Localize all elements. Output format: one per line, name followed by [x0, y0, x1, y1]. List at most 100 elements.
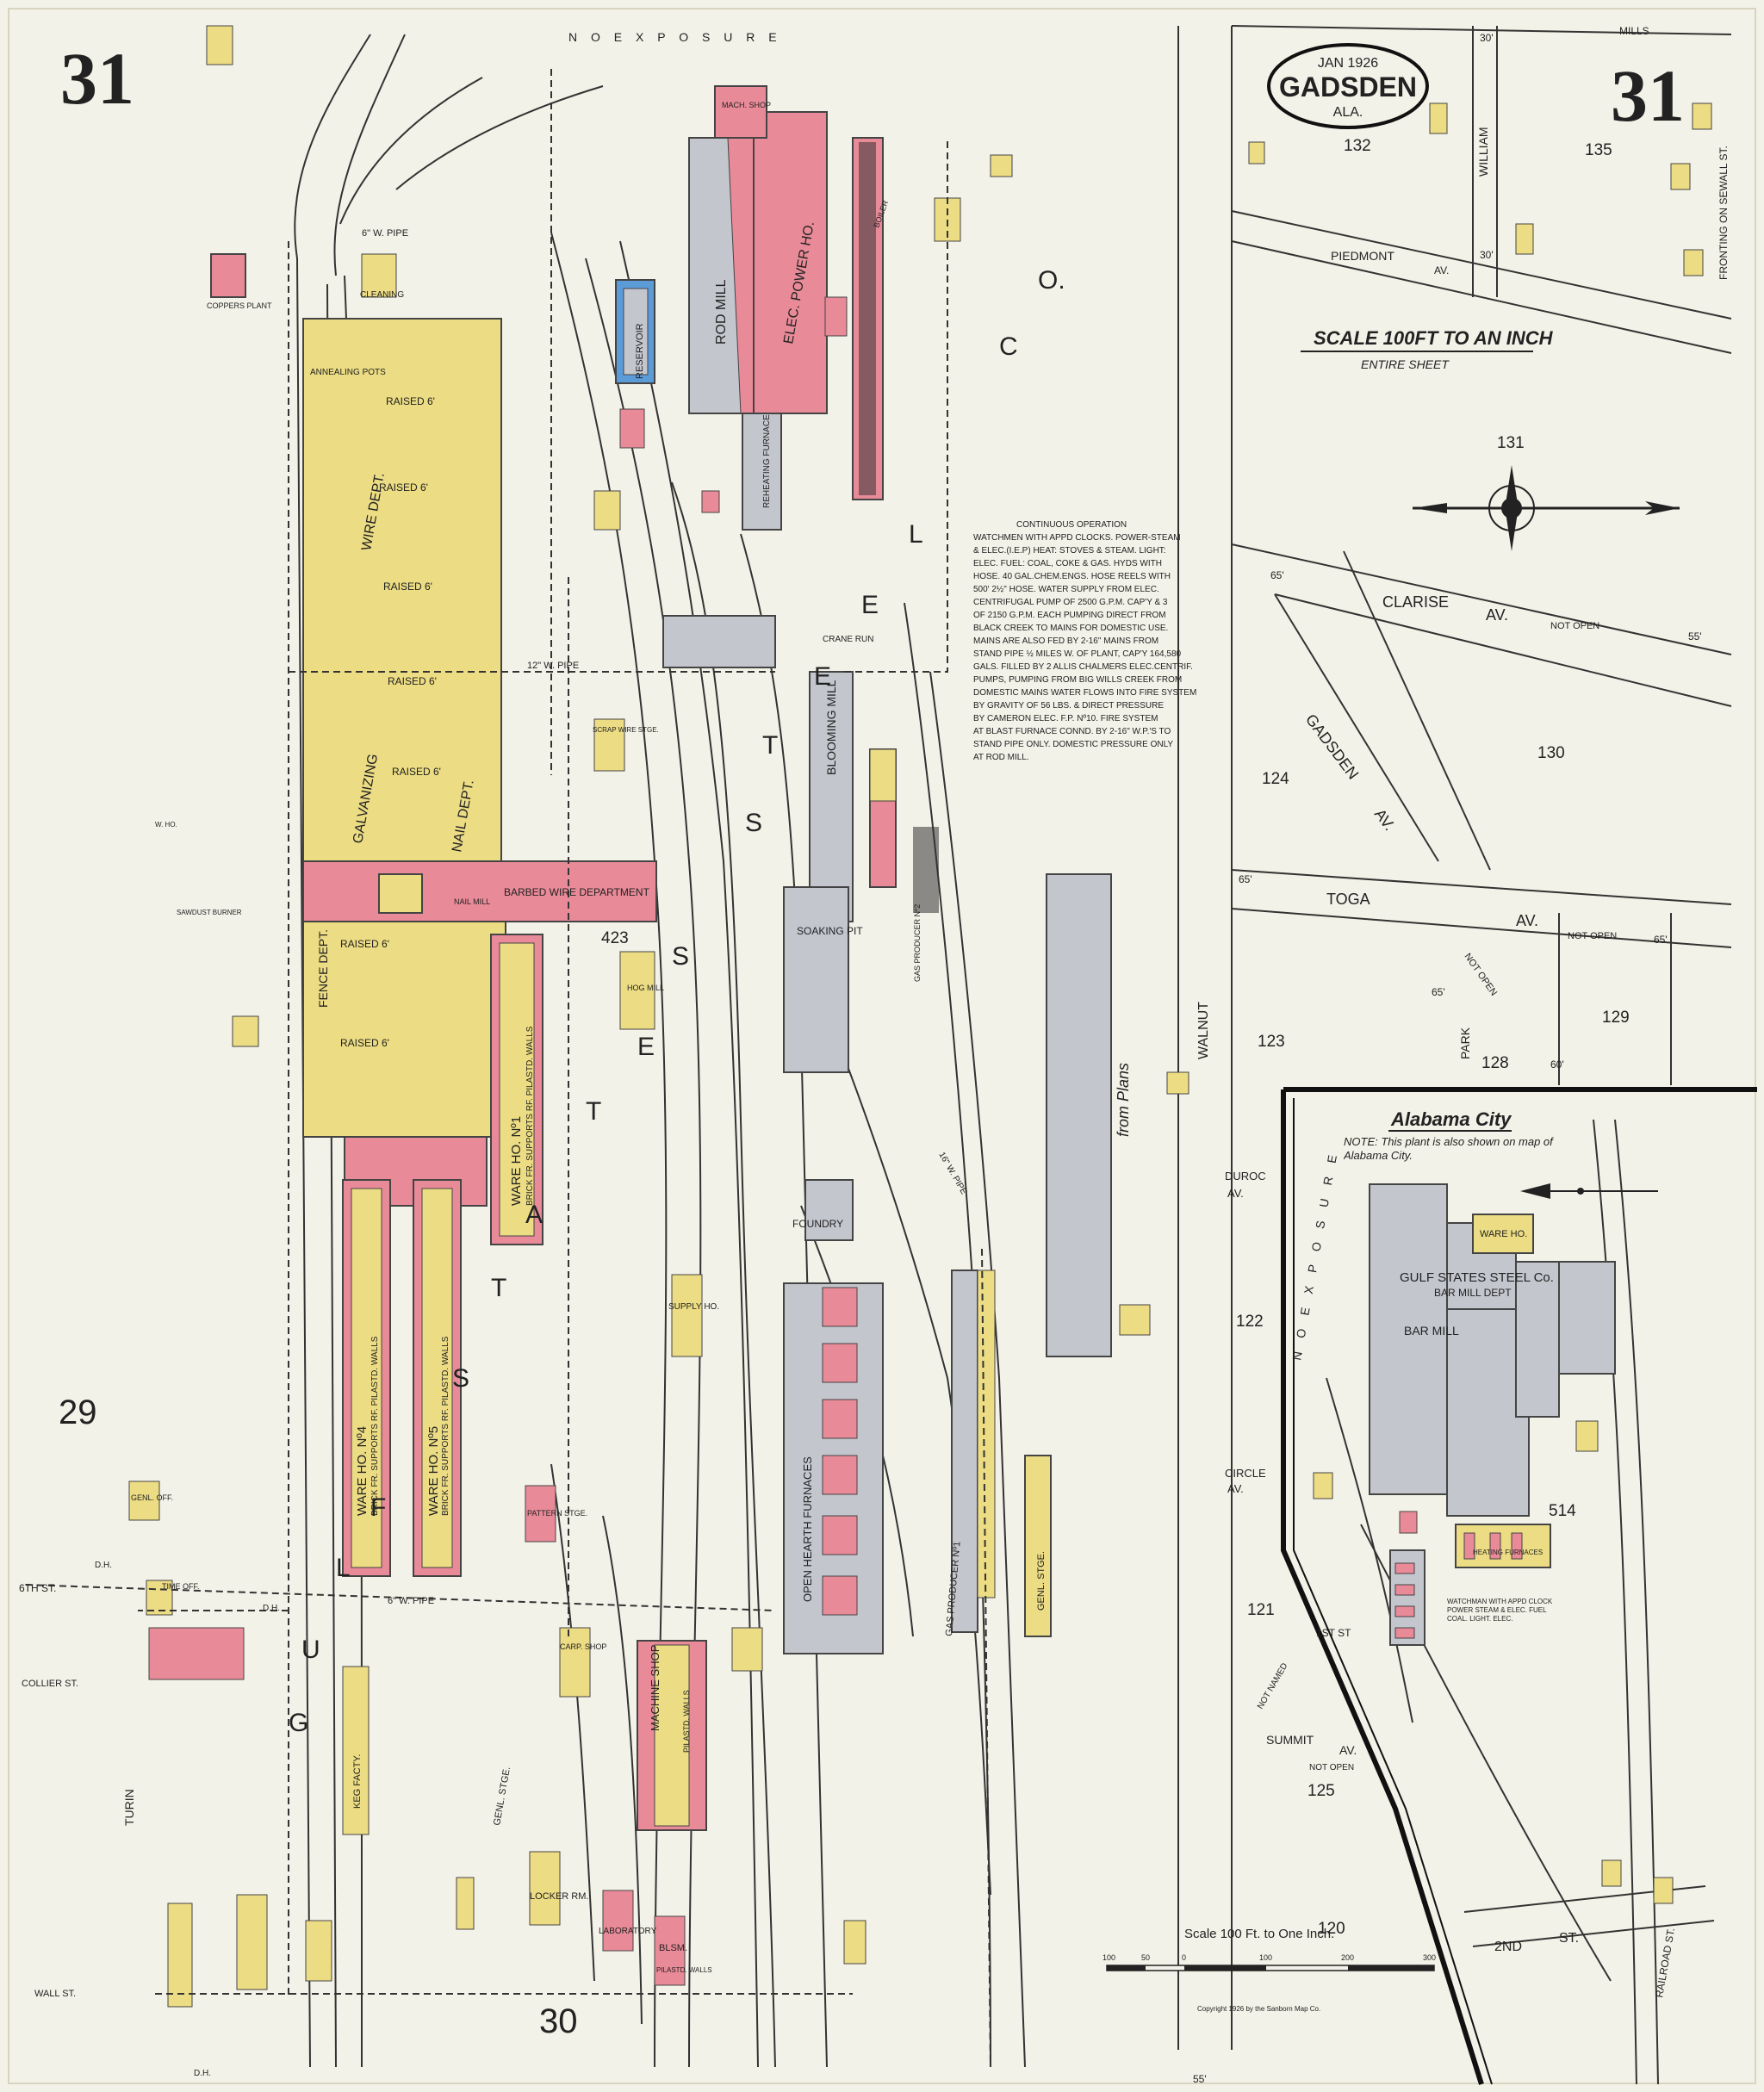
company-letter: F [370, 1493, 386, 1522]
block-number: 129 [1602, 1009, 1630, 1027]
note-line: DOMESTIC MAINS WATER FLOWS INTO FIRE SYS… [973, 688, 1196, 698]
street-summit-note: NOT OPEN [1309, 1763, 1354, 1772]
label-ware-ho-5: WARE HO. Nº5 [426, 1426, 441, 1516]
width-label: 65' [1270, 569, 1284, 581]
label-pipe: 6" W. PIPE [362, 228, 408, 239]
company-letter: L [336, 1554, 351, 1582]
street-second-b: ST. [1559, 1931, 1579, 1946]
stamp-city: GADSDEN [1279, 71, 1417, 102]
label-machine-shop: MACHINE SHOP [649, 1645, 662, 1731]
company-letter: G [289, 1709, 308, 1737]
width-label: 65' [1654, 934, 1668, 946]
label-carp-shop: CARP. SHOP [560, 1642, 606, 1651]
width-label: 65' [1239, 873, 1252, 885]
ware-houses [342, 934, 543, 1577]
label-ware-ho-1: WARE HO. Nº1 [509, 1116, 524, 1206]
scale-tick: 0 [1182, 1953, 1186, 1962]
width-label: 60' [1550, 1058, 1564, 1071]
label-dh: D.H. [95, 1561, 112, 1570]
scale-subtitle: ENTIRE SHEET [1361, 357, 1450, 371]
scale-title: SCALE 100FT TO AN INCH [1314, 327, 1554, 349]
block-number: 132 [1344, 137, 1371, 155]
label-bar-mill: BAR MILL [1404, 1324, 1459, 1338]
label-cleaning: CLEANING [360, 290, 404, 300]
label-locker: LOCKER RM. [530, 1891, 588, 1902]
company-letter: C [999, 332, 1018, 361]
city-stamp: JAN 1926 GADSDEN ALA. [1267, 43, 1429, 129]
arrow-icon [1520, 1183, 1658, 1199]
note-line: STAND PIPE ½ MILES W. OF PLANT, CAP'Y 16… [973, 649, 1182, 659]
block-number: 122 [1236, 1313, 1264, 1331]
note-line: 500' 2½" HOSE. WATER SUPPLY FROM ELEC. [973, 585, 1159, 594]
label-blooming-mill: BLOOMING MILL [824, 680, 838, 775]
label-genl-stge: GENL. STGE. [1036, 1551, 1047, 1611]
block-number: 423 [601, 929, 629, 947]
note-line: CONTINUOUS OPERATION [1016, 520, 1127, 530]
company-letter: U [301, 1636, 320, 1664]
label-keg-facty: KEG FACTY. [352, 1754, 363, 1809]
label-blsm-note: PILASTD. WALLS [656, 1966, 712, 1974]
alabama-city-note: NOTE: This plant is also shown on map of… [1344, 1135, 1553, 1162]
company-letter: O. [1038, 266, 1065, 295]
water-pipe-lines [25, 69, 991, 2068]
scale-tick: 200 [1341, 1953, 1354, 1962]
company-letter: E [861, 591, 879, 619]
label-ware-ho-4-note: BRICK FR. SUPPORTS RF. PILASTD. WALLS [370, 1336, 380, 1516]
label-raised: RAISED 6' [340, 938, 389, 950]
label-gas-producer-2: GAS PRODUCER Nº2 [913, 904, 922, 982]
company-letter: T [491, 1274, 506, 1302]
label-coppers-plant: COPPERS PLANT [207, 301, 272, 310]
alabama-city-title: Alabama City [1390, 1108, 1512, 1130]
label-machine-shop-note: PILASTD. WALLS [682, 1690, 691, 1753]
note-line: AT ROD MILL. [973, 753, 1029, 762]
label-raised: RAISED 6' [392, 766, 441, 778]
sheet-number-right: 31 [1611, 54, 1685, 137]
dwellings [1166, 102, 1712, 1095]
alabama-city-inset [1281, 1087, 1757, 2085]
misc-buildings [128, 25, 1013, 2008]
label-ware-ho-1-note: BRICK FR. SUPPORTS RF. PILASTD. WALLS [525, 1026, 535, 1206]
label-ware-ho-5-note: BRICK FR. SUPPORTS RF. PILASTD. WALLS [441, 1336, 450, 1516]
alabama-city-note-text: NOTE: This plant is also shown on map of… [1344, 1135, 1553, 1162]
scale-tick: 50 [1141, 1953, 1150, 1962]
street-mills: MILLS [1619, 25, 1649, 37]
note-line: AT BLAST FURNACE CONND. BY 2-16" W.P.'S … [973, 727, 1171, 736]
label-barbed-wire: BARBED WIRE DEPARTMENT [504, 886, 650, 898]
scale-tick: 300 [1423, 1953, 1436, 1962]
street-william: WILLIAM [1476, 127, 1490, 177]
block-numbers: 132 135 131 130 124 123 128 129 122 121 … [601, 137, 1630, 1938]
label-raised: RAISED 6' [340, 1037, 389, 1049]
street-widths: 30' 30' 65' 65' 55' 65' 60' 65' 55' [1193, 32, 1702, 2085]
label-scrap-wire: SCRAP WIRE STGE. [593, 726, 659, 734]
street-clarise: CLARISE [1382, 593, 1449, 611]
north-arrow-icon [1413, 465, 1680, 551]
note-line: & ELEC.(I.E.P) HEAT: STOVES & STEAM. LIG… [973, 546, 1166, 556]
alabama-city-dept: BAR MILL DEPT [1434, 1287, 1512, 1299]
label-raised: RAISED 6' [386, 395, 435, 407]
label-time-off: TIME OFF. [162, 1582, 200, 1591]
block-number: 124 [1262, 770, 1289, 788]
street-toga: TOGA [1326, 891, 1370, 908]
label-ware-ho-4: WARE HO. Nº4 [355, 1426, 370, 1516]
street-clarise-note: NOT OPEN [1550, 621, 1599, 631]
label-mach-shop: MACH. SHOP [722, 101, 771, 109]
street-wall: WALL ST. [34, 1989, 76, 1999]
note-line: GALS. FILLED BY 2 ALLIS CHALMERS ELEC.CE… [973, 662, 1193, 672]
label-blsm: BLSM. [659, 1943, 687, 1953]
street-toga-note: NOT OPEN [1568, 931, 1617, 941]
label-annealing: ANNEALING POTS [310, 368, 386, 377]
from-plans-note: from Plans [1115, 1063, 1132, 1137]
note-line: ELEC. FUEL: COAL, COKE & GAS. HYDS WITH [973, 559, 1162, 568]
rod-mill-complex [615, 85, 961, 531]
street-duroc-av: AV. [1227, 1187, 1244, 1200]
street-walnut: WALNUT [1196, 1002, 1211, 1059]
label-foundry: FOUNDRY [792, 1218, 843, 1230]
copyright: Copyright 1926 by the Sanborn Map Co. [1197, 2005, 1320, 2013]
label-reservoir: RESERVOIR [635, 323, 645, 379]
company-letter: S [745, 809, 762, 837]
stamp-state: ALA. [1333, 105, 1363, 120]
operation-note: CONTINUOUS OPERATION WATCHMEN WITH APPD … [973, 520, 1196, 762]
company-name: G U L F S T A T E S S T E E L C O. [289, 266, 1065, 1737]
